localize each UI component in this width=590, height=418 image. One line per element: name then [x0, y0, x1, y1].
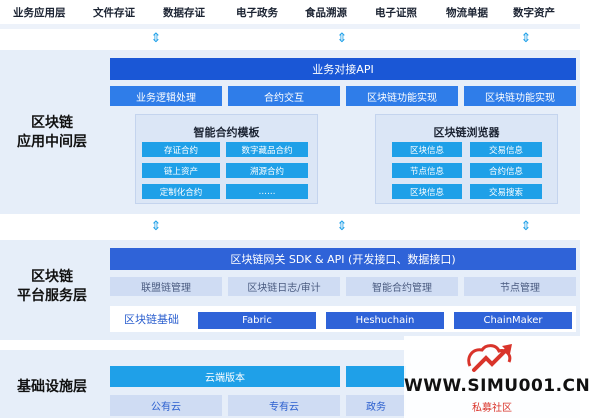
api-bar: 业务对接API — [110, 58, 576, 80]
arrow-up-down-icon: ⇕ — [520, 219, 532, 234]
top-label-2: 数据存证 — [163, 7, 205, 19]
top-label-6: 物流单据 — [446, 7, 488, 19]
top-label-1: 文件存证 — [93, 7, 135, 19]
sub-bar-3: 区块链功能实现 — [464, 86, 576, 106]
cloud-bar-right — [346, 366, 406, 387]
contract-chip-2: 链上资产 — [142, 163, 220, 178]
explorer-title: 区块链浏览器 — [433, 126, 500, 139]
arrow-up-down-icon: ⇕ — [150, 31, 162, 46]
middleware-title: 区块链 应用中间层 — [17, 115, 87, 150]
sub-bar-1: 合约交互 — [228, 86, 340, 106]
top-divider — [0, 24, 580, 29]
contract-chip-4: 定制化合约 — [142, 184, 220, 199]
explorer-chip-1: 交易信息 — [470, 142, 542, 157]
mgmt-bar-0: 联盟链管理 — [110, 277, 222, 296]
cloud-2: 政务 — [346, 395, 406, 416]
explorer-chip-4: 区块信息 — [392, 184, 462, 199]
explorer-chip-0: 区块信息 — [392, 142, 462, 157]
watermark-logo-icon — [467, 344, 512, 372]
sub-bar-2: 区块链功能实现 — [346, 86, 458, 106]
cloud-0: 公有云 — [110, 395, 222, 416]
top-label-7: 数字资产 — [513, 7, 555, 19]
framework-chip-2: ChainMaker — [454, 312, 572, 329]
top-label-0: 业务应用层 — [13, 7, 66, 19]
arrow-up-down-icon: ⇕ — [520, 31, 532, 46]
infra-title: 基础设施层 — [17, 379, 87, 395]
sub-bar-0: 业务逻辑处理 — [110, 86, 222, 106]
watermark-sub: 私募社区 — [472, 403, 512, 414]
arrow-up-down-icon: ⇕ — [336, 219, 348, 234]
explorer-chip-3: 合约信息 — [470, 163, 542, 178]
mgmt-bar-3: 节点管理 — [464, 277, 576, 296]
smart-contract-title: 智能合约模板 — [193, 126, 260, 139]
cloud-1: 专有云 — [228, 395, 340, 416]
top-label-5: 电子证照 — [375, 7, 417, 19]
gateway-bar: 区块链网关 SDK & API (开发接口、数据接口) — [110, 248, 576, 270]
top-label-3: 电子政务 — [236, 7, 278, 19]
explorer-chip-5: 交易搜索 — [470, 184, 542, 199]
watermark — [404, 336, 580, 418]
base-label: 区块链基础 — [124, 313, 179, 326]
mgmt-bar-2: 智能合约管理 — [346, 277, 458, 296]
framework-chip-1: Heshuchain — [326, 312, 444, 329]
top-label-4: 食品溯源 — [305, 7, 347, 19]
contract-chip-5: …… — [226, 184, 308, 199]
watermark-domain: WWW.SIMU001.CN — [404, 376, 590, 396]
framework-chip-0: Fabric — [198, 312, 316, 329]
contract-chip-0: 存证合约 — [142, 142, 220, 157]
contract-chip-1: 数字藏品合约 — [226, 142, 308, 157]
cloud-bar: 云端版本 — [110, 366, 340, 387]
mgmt-bar-1: 区块链日志/审计 — [228, 277, 340, 296]
arrow-up-down-icon: ⇕ — [336, 31, 348, 46]
explorer-chip-2: 节点信息 — [392, 163, 462, 178]
contract-chip-3: 溯源合约 — [226, 163, 308, 178]
platform-title: 区块链 平台服务层 — [17, 269, 87, 304]
arrow-up-down-icon: ⇕ — [150, 219, 162, 234]
